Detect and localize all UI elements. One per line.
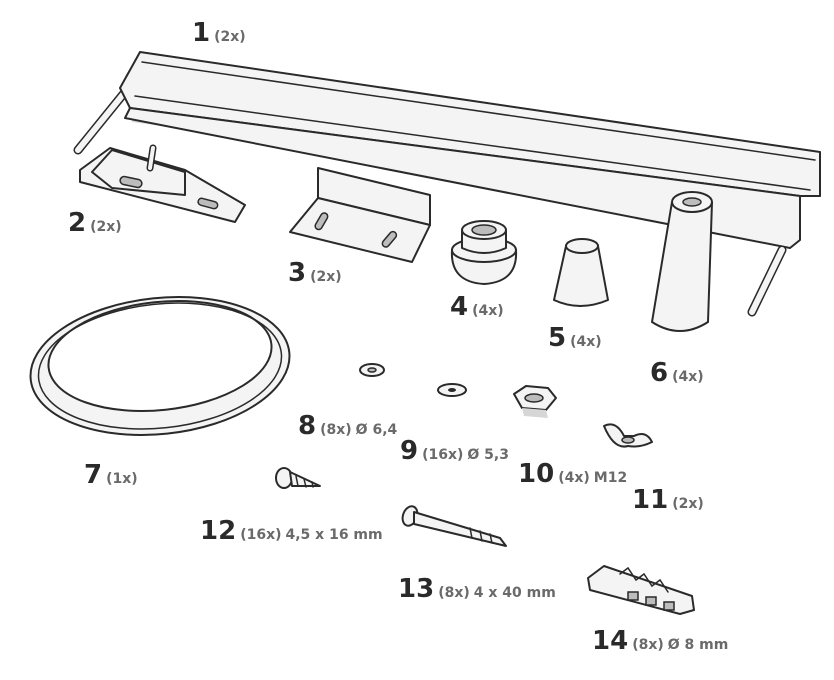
part-quantity: (4x) xyxy=(558,470,590,486)
part-quantity: (1x) xyxy=(106,471,138,487)
part-number: 5 xyxy=(548,323,567,353)
part-quantity: (4x) xyxy=(570,334,602,350)
part-1-rail-drawing xyxy=(73,51,821,317)
part-quantity: (2x) xyxy=(90,219,122,235)
part-4-bushing-drawing xyxy=(450,220,518,285)
part-quantity: (2x) xyxy=(214,29,246,45)
label-part-12: 12(16x)4,5 x 16 mm xyxy=(200,518,383,544)
part-quantity: (16x) xyxy=(422,447,464,463)
part-spec: 4,5 x 16 mm xyxy=(285,527,383,543)
part-7-ring-drawing xyxy=(29,296,291,436)
part-number: 1 xyxy=(192,18,211,48)
part-number: 14 xyxy=(592,626,629,656)
label-part-3: 3(2x) xyxy=(288,260,342,286)
part-quantity: (16x) xyxy=(240,527,282,543)
label-part-6: 6(4x) xyxy=(650,360,704,386)
part-quantity: (8x) xyxy=(632,637,664,653)
part-6-tube-drawing xyxy=(651,191,713,332)
part-spec: M12 xyxy=(593,470,628,486)
part-2-bracket-drawing xyxy=(79,144,246,223)
part-11-wing-nut-drawing xyxy=(603,423,653,448)
part-number: 7 xyxy=(84,460,103,490)
part-spec: Ø 5,3 xyxy=(467,447,509,463)
label-part-1: 1(2x) xyxy=(192,20,246,46)
label-part-4: 4(4x) xyxy=(450,294,504,320)
part-number: 9 xyxy=(400,436,419,466)
part-quantity: (2x) xyxy=(672,496,704,512)
label-part-7: 7(1x) xyxy=(84,462,138,488)
part-10-nut-drawing xyxy=(513,385,557,418)
label-part-2: 2(2x) xyxy=(68,210,122,236)
label-part-8: 8(8x)Ø 6,4 xyxy=(298,413,397,439)
label-part-5: 5(4x) xyxy=(548,325,602,351)
part-spec: Ø 6,4 xyxy=(355,422,398,438)
part-number: 11 xyxy=(632,485,669,515)
part-13-long-screw-drawing xyxy=(401,505,507,547)
part-quantity: (8x) xyxy=(438,585,470,601)
part-9-washer-drawing xyxy=(437,383,467,397)
label-part-13: 13(8x)4 x 40 mm xyxy=(398,576,556,602)
label-part-11: 11(2x) xyxy=(632,487,704,513)
part-number: 8 xyxy=(298,411,317,441)
part-5-cone-foot-drawing xyxy=(553,238,609,307)
label-part-14: 14(8x)Ø 8 mm xyxy=(592,628,728,654)
part-3-angle-bracket-drawing xyxy=(289,167,431,263)
part-12-screw-drawing xyxy=(275,467,321,489)
part-quantity: (8x) xyxy=(320,422,352,438)
part-14-wall-plug-drawing xyxy=(587,565,695,615)
part-spec: 4 x 40 mm xyxy=(473,585,556,601)
part-8-washer-drawing xyxy=(359,363,385,377)
part-number: 10 xyxy=(518,459,555,489)
label-part-10: 10(4x)M12 xyxy=(518,461,627,487)
part-number: 13 xyxy=(398,574,435,604)
part-spec: Ø 8 mm xyxy=(667,637,729,653)
label-part-9: 9(16x)Ø 5,3 xyxy=(400,438,509,464)
part-number: 6 xyxy=(650,358,669,388)
part-number: 4 xyxy=(450,292,469,322)
part-number: 2 xyxy=(68,208,87,238)
part-quantity: (2x) xyxy=(310,269,342,285)
part-quantity: (4x) xyxy=(672,369,704,385)
part-quantity: (4x) xyxy=(472,303,504,319)
part-number: 12 xyxy=(200,516,237,546)
part-number: 3 xyxy=(288,258,307,288)
